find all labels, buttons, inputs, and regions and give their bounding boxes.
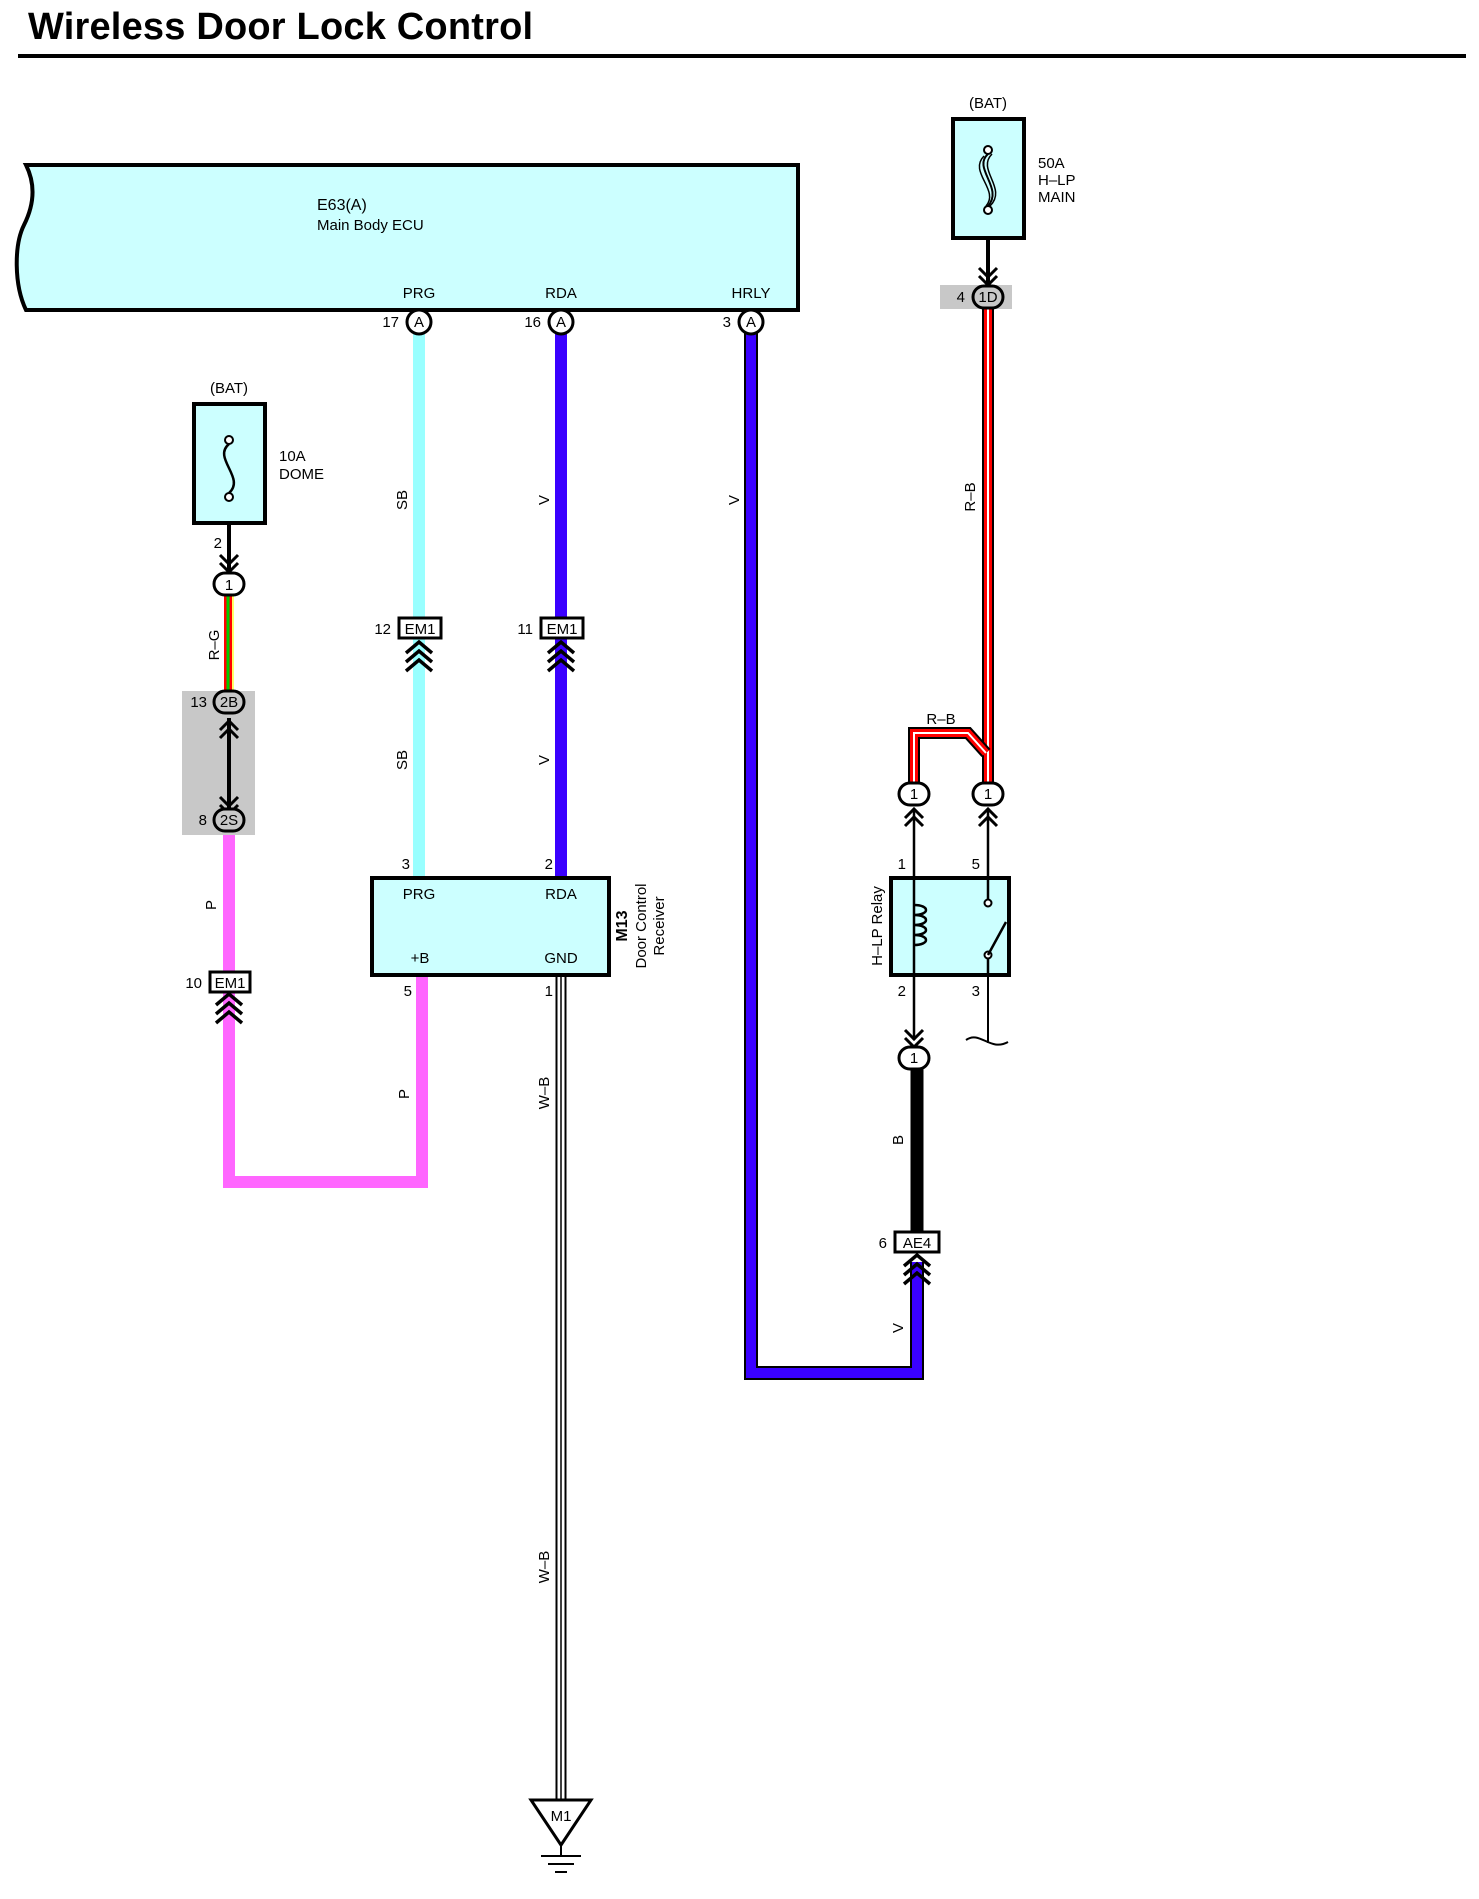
receiver-id: M13 <box>614 910 631 941</box>
hlp-relay: 1 5 2 3 H–LP Relay <box>869 856 1011 1000</box>
connector-dome-1-label: 1 <box>225 577 233 594</box>
receiver-terminal-b: +B <box>411 950 430 967</box>
ecu-pin-prg-num: 17 <box>382 314 399 331</box>
wire-v-hrly <box>744 331 924 1380</box>
wire-code-p-right: P <box>396 1089 413 1099</box>
ecu-terminal-rda: RDA <box>545 285 577 302</box>
receiver-terminal-prg: PRG <box>403 886 436 903</box>
relay-pin3-lead <box>965 975 1009 1046</box>
connector-relay-bottom-label: 1 <box>910 1050 918 1067</box>
connector-em1-p-label: EM1 <box>215 975 246 992</box>
fuse-hlp-name-1: H–LP <box>1038 172 1076 189</box>
receiver-terminal-rda: RDA <box>545 886 577 903</box>
connector-em1-p: EM1 10 <box>185 970 252 1025</box>
connector-relay-right-label: 1 <box>984 786 992 803</box>
connector-ae4: AE4 6 <box>879 1230 941 1286</box>
wire-code-rg: R–G <box>206 630 223 661</box>
main-body-ecu: E63(A) Main Body ECU PRG RDA HRLY <box>14 163 800 312</box>
fuse-dome: (BAT) 10A DOME 2 <box>192 380 324 575</box>
ecu-name: Main Body ECU <box>317 217 424 234</box>
connector-em1-prg-pin: 12 <box>374 621 391 638</box>
connector-1d-label: 1D <box>978 289 997 306</box>
connector-1d: 1D 4 <box>940 284 1012 310</box>
wire-p <box>223 832 428 1188</box>
wire-code-sb-top: SB <box>394 490 411 510</box>
title-underline <box>18 54 1466 58</box>
receiver-name-line1: Door Control <box>633 883 650 968</box>
fuse-hlp-main: (BAT) 50A H–LP MAIN <box>951 95 1076 288</box>
ground-m1: M1 <box>528 1798 594 1873</box>
connector-2s: 2S 8 <box>199 807 246 833</box>
wire-code-rb-vertical: R–B <box>962 482 979 511</box>
relay-pin-5: 5 <box>972 856 980 873</box>
connector-em1-prg: EM1 12 <box>374 616 443 673</box>
connector-em1-prg-label: EM1 <box>405 621 436 638</box>
connector-relay-right: 1 <box>971 781 1005 807</box>
ecu-id: E63(A) <box>317 197 367 214</box>
wire-code-wb-top: W–B <box>536 1077 553 1110</box>
receiver-terminal-gnd: GND <box>544 950 578 967</box>
connector-ae4-pin: 6 <box>879 1235 887 1252</box>
fuse-dome-rating: 10A <box>279 448 306 465</box>
connector-ae4-label: AE4 <box>903 1235 931 1252</box>
receiver-pin-b: 5 <box>404 983 412 1000</box>
ground-label: M1 <box>551 1808 572 1825</box>
relay-pin-3: 3 <box>972 983 980 1000</box>
ecu-terminal-hrly: HRLY <box>732 285 771 302</box>
ecu-pin-hrly-num: 3 <box>723 314 731 331</box>
wire-code-v-hrly: V <box>726 495 743 505</box>
ecu-pin-hrly: A 3 <box>723 308 765 336</box>
wire-rg <box>224 596 234 692</box>
receiver-pin-prg: 3 <box>402 856 410 873</box>
door-control-receiver: 3 2 PRG RDA +B GND 5 1 M13 Door Control … <box>370 856 668 1000</box>
wire-code-sb-bottom: SB <box>394 750 411 770</box>
wire-code-v-ae4: V <box>890 1323 907 1333</box>
wire-code-rb-branch: R–B <box>926 711 955 728</box>
connector-2b: 2B 13 <box>190 689 246 715</box>
ecu-pin-rda-num: 16 <box>524 314 541 331</box>
receiver-pin-gnd: 1 <box>545 983 553 1000</box>
wire-code-b: B <box>890 1135 907 1145</box>
connector-2s-label: 2S <box>220 812 238 829</box>
fuse-dome-pin: 2 <box>214 535 222 552</box>
ecu-pin-rda: A 16 <box>524 308 575 336</box>
relay-pin-2: 2 <box>898 983 906 1000</box>
connector-2s-pin: 8 <box>199 812 207 829</box>
fuse-hlp-name-2: MAIN <box>1038 189 1076 206</box>
fuse-dome-name: DOME <box>279 466 324 483</box>
connector-em1-p-pin: 10 <box>185 975 202 992</box>
fuse-dome-source: (BAT) <box>210 380 248 397</box>
connector-2b-label: 2B <box>220 694 238 711</box>
ecu-pin-prg: A 17 <box>382 308 433 336</box>
connector-relay-left: 1 <box>897 781 931 807</box>
connector-1d-pin: 4 <box>957 289 965 306</box>
fuse-hlp-source: (BAT) <box>969 95 1007 112</box>
wire-rb-branch <box>908 727 991 783</box>
connector-relay-left-label: 1 <box>910 786 918 803</box>
ecu-pin-hrly-conn: A <box>746 314 756 331</box>
connector-2b-pin: 13 <box>190 694 207 711</box>
connector-em1-rda: EM1 11 <box>517 616 585 673</box>
wire-code-p-left: P <box>203 900 220 910</box>
wire-code-wb-bottom: W–B <box>536 1551 553 1584</box>
connector-em1-rda-pin: 11 <box>517 621 533 638</box>
relay-pin-1: 1 <box>898 856 906 873</box>
connector-relay-bottom: 1 <box>897 1045 931 1071</box>
connector-em1-rda-label: EM1 <box>547 621 578 638</box>
wire-code-v-rda-bottom: V <box>536 755 553 765</box>
ecu-terminal-prg: PRG <box>403 285 436 302</box>
ecu-pin-rda-conn: A <box>556 314 566 331</box>
receiver-name-line2: Receiver <box>651 896 668 955</box>
connector-dome-1: 1 <box>212 571 246 597</box>
page-title: Wireless Door Lock Control <box>28 6 534 48</box>
relay-name: H–LP Relay <box>869 886 886 966</box>
ecu-pin-prg-conn: A <box>414 314 424 331</box>
fuse-hlp-rating: 50A <box>1038 155 1065 172</box>
receiver-pin-rda: 2 <box>545 856 553 873</box>
wire-code-v-rda-top: V <box>536 495 553 505</box>
